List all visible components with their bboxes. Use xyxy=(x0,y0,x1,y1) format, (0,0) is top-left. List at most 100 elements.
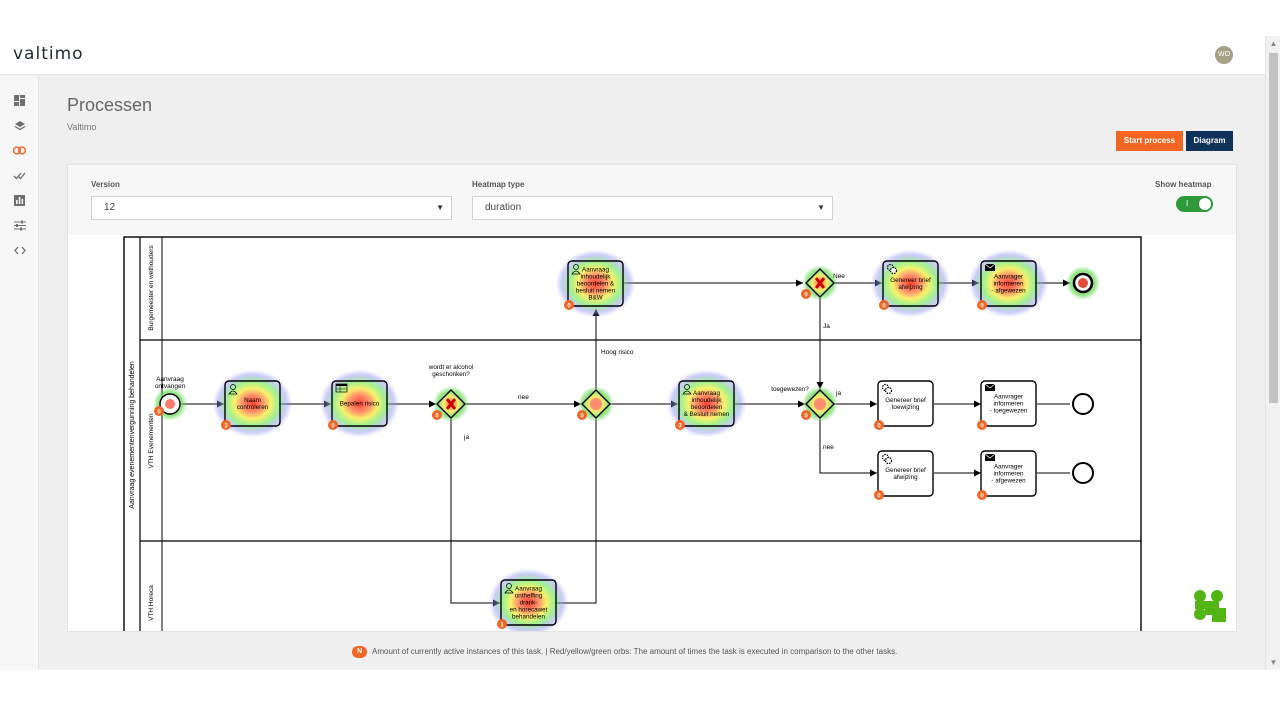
tasks-check-icon[interactable] xyxy=(12,170,27,185)
dropdown-caret-icon: ▼ xyxy=(817,203,825,212)
processes-icon[interactable] xyxy=(12,145,27,160)
instance-count-badge: 0 xyxy=(157,410,161,416)
instance-count-badge: 0 xyxy=(580,413,584,419)
flow-label-nee: nee xyxy=(518,394,529,401)
start-event-label: Aanvraag xyxy=(156,376,184,383)
version-select[interactable]: 12 ▼ xyxy=(91,196,452,220)
version-value: 12 xyxy=(104,202,116,213)
layers-icon[interactable] xyxy=(12,120,27,135)
instance-count-badge-bg xyxy=(977,300,987,310)
task-label-line: beoordelen & xyxy=(577,281,615,288)
task-label-line: afwijzing xyxy=(893,474,918,481)
bpmn-canvas[interactable]: Aanvraag evenementenvergunning behandele… xyxy=(68,235,1236,631)
task-label-line: inhoudelijk xyxy=(692,397,723,404)
breadcrumb[interactable]: Valtimo xyxy=(67,122,97,132)
rule-task-icon xyxy=(335,383,348,393)
lane-label-vth-evenementen: VTH Evenementen xyxy=(148,413,155,468)
task-label-line: controleren xyxy=(237,404,269,411)
scroll-down-arrow-icon[interactable]: ▼ xyxy=(1269,658,1278,667)
toggle-on-indicator: I xyxy=(1186,199,1189,208)
legend-text: Amount of currently active instances of … xyxy=(372,647,898,656)
version-label: Version xyxy=(91,180,120,189)
task-label-line: Genereer brief xyxy=(885,467,926,474)
show-heatmap-label: Show heatmap xyxy=(1155,180,1212,189)
toggle-knob xyxy=(1199,198,1211,210)
dropdown-caret-icon: ▼ xyxy=(436,203,444,212)
scroll-up-arrow-icon[interactable]: ▲ xyxy=(1269,39,1278,48)
task-label-line: - toegewezen xyxy=(990,408,1028,415)
gateway-label: wordt er alcohol xyxy=(428,364,473,371)
start-process-button[interactable]: Start process xyxy=(1116,131,1183,151)
service-task-icon xyxy=(881,383,893,395)
end-event-burg[interactable] xyxy=(1066,266,1100,300)
task-label-line: Aanvrager xyxy=(994,464,1023,471)
sliders-icon[interactable] xyxy=(12,220,27,235)
valtimo-logo[interactable]: valtimo xyxy=(13,44,84,64)
instance-count-badge: 0 xyxy=(804,413,808,419)
instance-count-badge: 0 xyxy=(567,303,571,309)
instance-count-badge-bg xyxy=(675,420,685,430)
lane-label-burgemeester: Burgemeester en wethouders xyxy=(148,245,155,331)
task-label-line: B&W xyxy=(588,295,602,302)
heatmap-type-value: duration xyxy=(485,202,522,213)
bpmn-io-logo[interactable] xyxy=(1192,588,1226,622)
sidebar xyxy=(0,76,39,670)
page-title: Processen xyxy=(67,95,153,115)
start-event-aanvraag-ontvangen[interactable]: Aanvraag ontvangen 0 xyxy=(153,376,187,421)
diagram-button[interactable]: Diagram xyxy=(1186,131,1233,151)
task-label-line: Aanvraag xyxy=(582,267,609,274)
task-label-line: Aanvraag xyxy=(515,586,542,593)
show-heatmap-toggle[interactable]: I xyxy=(1176,196,1213,212)
instance-count-badge-bg xyxy=(221,420,231,430)
instance-count-badge-bg xyxy=(497,619,507,629)
instance-count-badge-bg xyxy=(879,300,889,310)
scrollbar-thumb[interactable] xyxy=(1269,53,1278,403)
user-task-icon xyxy=(504,583,514,594)
flow-label-nee-toegewezen: nee xyxy=(823,444,834,451)
flow-label-hoog-risico: Hoog risico xyxy=(601,349,634,356)
pool: Aanvraag evenementenvergunning behandele… xyxy=(123,236,1142,631)
task-label-line: Genereer brief xyxy=(885,397,926,404)
task-label-line: Genereer brief xyxy=(890,277,931,284)
instance-count-badge-bg xyxy=(874,490,884,500)
task-label-line: & Besluit nemen xyxy=(684,411,730,418)
heatmap-controls: Version 12 ▼ Heatmap type duration ▼ Sho… xyxy=(68,165,1236,235)
dashboard-icon[interactable] xyxy=(12,95,27,110)
instance-count-badge: 1 xyxy=(500,622,504,628)
analytics-icon[interactable] xyxy=(12,195,27,210)
code-icon[interactable] xyxy=(12,245,27,260)
flow-label-ja: ja xyxy=(463,434,469,441)
end-event-toegewezen[interactable] xyxy=(1072,393,1094,415)
task-label-line: behandelen xyxy=(512,614,545,621)
gateway-g-toegewezen[interactable]: toegewezen?0 xyxy=(771,386,838,422)
user-avatar[interactable]: WO xyxy=(1215,46,1233,64)
process-card: Version 12 ▼ Heatmap type duration ▼ Sho… xyxy=(67,164,1237,632)
gateway-g-burg[interactable]: 0 xyxy=(801,265,838,301)
task-label-line: - afgewezen xyxy=(991,288,1026,295)
service-task-icon xyxy=(881,453,893,465)
bpmn-diagram[interactable]: Aanvraag evenementenvergunning behandele… xyxy=(68,235,1236,631)
send-task-icon xyxy=(984,453,996,461)
page-scrollbar[interactable]: ▲ ▼ xyxy=(1265,36,1280,670)
end-event-afgewezen[interactable] xyxy=(1072,462,1094,484)
gateway-g-merge[interactable]: 0 xyxy=(577,386,614,422)
heatmap-type-select[interactable]: duration ▼ xyxy=(472,196,833,220)
flow-label-nee-burg: Nee xyxy=(833,273,845,280)
instance-count-badge: 3 xyxy=(678,423,682,429)
instance-count-badge: 0 xyxy=(435,413,439,419)
task-label-line: - afgewezen xyxy=(991,478,1026,485)
